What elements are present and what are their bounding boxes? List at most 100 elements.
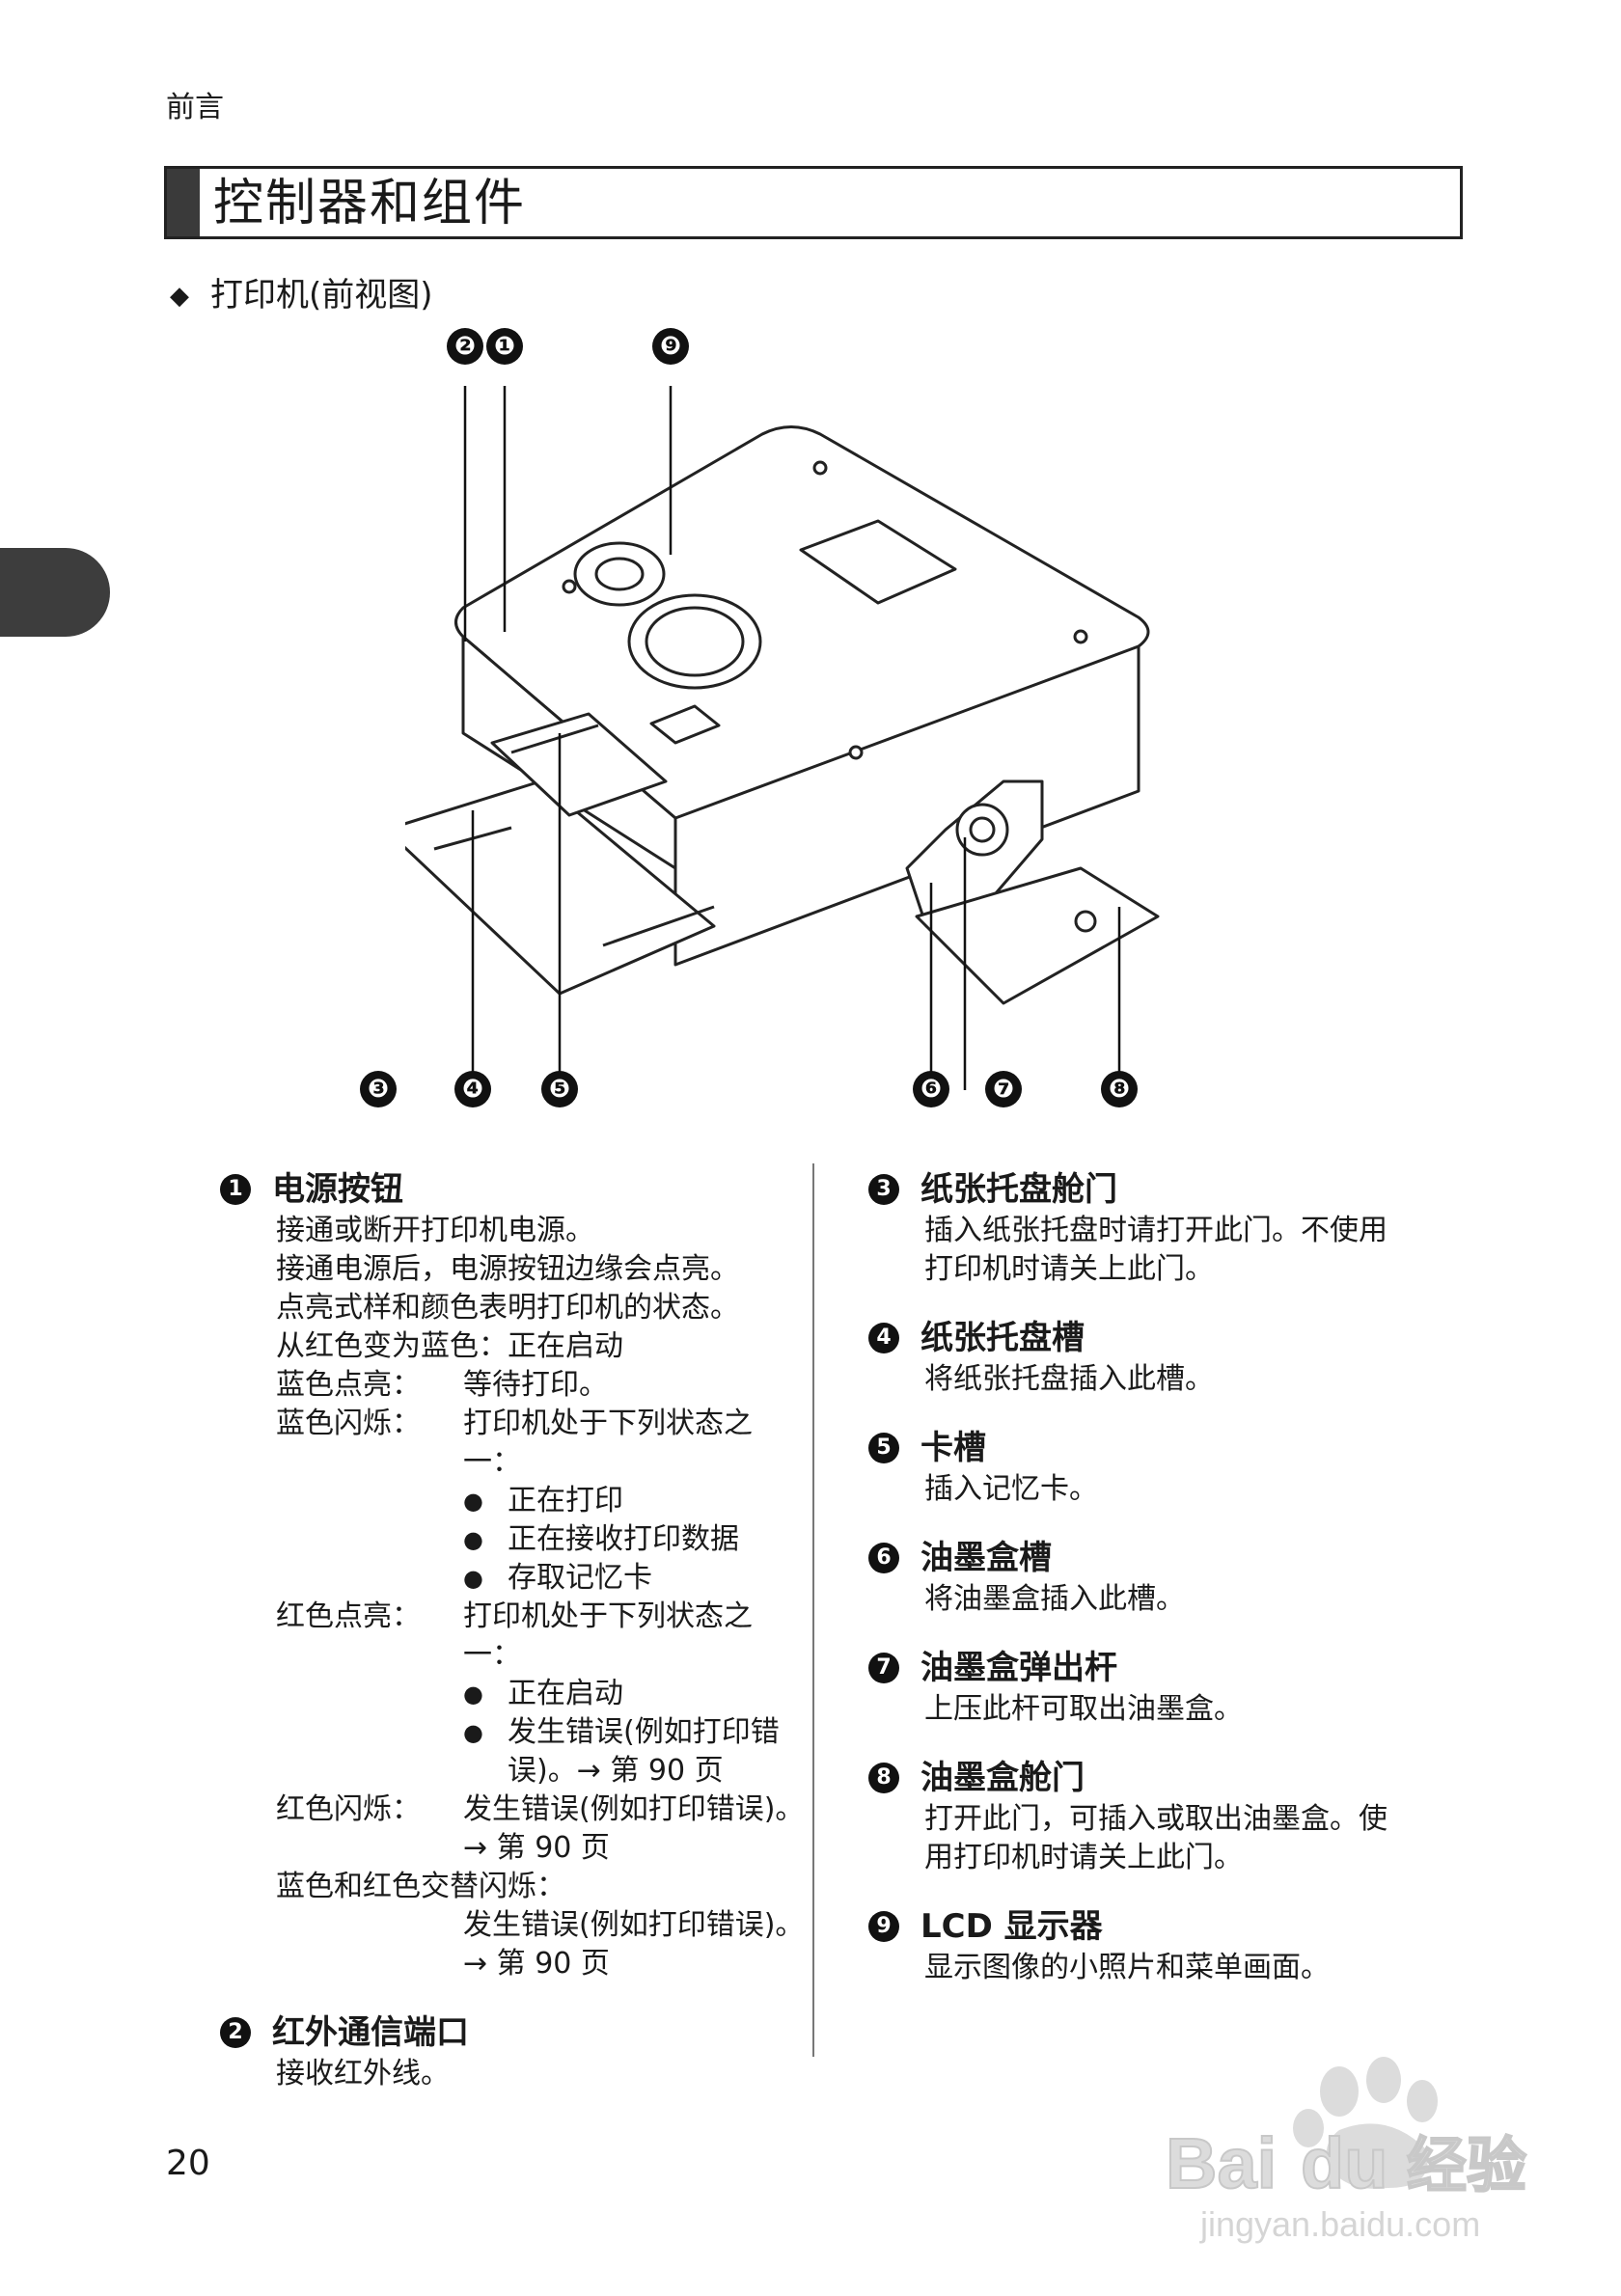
- item-ink-eject-lever: 7 油墨盒弹出杆 上压此杆可取出油墨盒。: [868, 1646, 1447, 1729]
- status-bullet: ● 正在接收打印数据: [463, 1520, 809, 1559]
- item-heading: 9 LCD 显示器: [868, 1904, 1447, 1949]
- status-label: 蓝色闪烁：: [276, 1407, 421, 1440]
- item-power-button: 1 电源按钮 接通或断开打印机电源。 接通电源后，电源按钮边缘会点亮。 点亮式样…: [220, 1167, 809, 1983]
- page-number: 20: [166, 2144, 210, 2183]
- status-bullet: ● 发生错误(例如打印错误)。→ 第 90 页: [463, 1713, 809, 1790]
- status-text: 打印机处于下列状态之一：: [463, 1599, 753, 1672]
- diamond-icon: ◆: [170, 282, 189, 311]
- section-label: 前言: [166, 91, 224, 124]
- number-badge: 6: [868, 1543, 899, 1573]
- printer-illustration: [362, 386, 1160, 1090]
- item-description: 上压此杆可取出油墨盒。: [924, 1690, 1447, 1729]
- item-title: 纸张托盘舱门: [920, 1170, 1117, 1209]
- status-bullet: ● 正在打印: [463, 1482, 809, 1520]
- watermark-url: jingyan.baidu.com: [1199, 2204, 1480, 2244]
- number-badge: 7: [868, 1653, 899, 1683]
- baidu-paw-icon: Bai du 经验 jingyan.baidu.com: [1165, 2057, 1527, 2244]
- item-title: 电源按钮: [272, 1170, 403, 1209]
- description-line: 接通电源后，电源按钮边缘会点亮。: [276, 1252, 739, 1286]
- status-row: 红色闪烁： 发生错误(例如打印错误)。→ 第 90 页: [276, 1790, 809, 1868]
- item-heading: 3 纸张托盘舱门: [868, 1167, 1447, 1212]
- description-line: 打印机时请关上此门。: [924, 1252, 1214, 1286]
- chapter-tab: [0, 548, 110, 637]
- item-heading: 4 纸张托盘槽: [868, 1316, 1447, 1360]
- number-badge: 4: [868, 1323, 899, 1353]
- bullet-dot-icon: ●: [463, 1565, 483, 1592]
- description-line: 从红色变为蓝色：正在启动: [276, 1329, 623, 1363]
- description-line: 用打印机时请关上此门。: [924, 1841, 1243, 1874]
- status-row: 红色点亮： 打印机处于下列状态之一：: [276, 1598, 809, 1675]
- item-heading: 1 电源按钮: [220, 1167, 809, 1212]
- item-heading: 6 油墨盒槽: [868, 1536, 1447, 1580]
- status-bullet: ● 正在启动: [463, 1675, 809, 1713]
- right-column: 3 纸张托盘舱门 插入纸张托盘时请打开此门。不使用 打印机时请关上此门。 4 纸张托…: [868, 1167, 1447, 2014]
- status-text: 发生错误(例如打印错误)。→ 第 90 页: [463, 1792, 805, 1865]
- callout-4: ❹: [454, 1071, 491, 1107]
- item-heading: 5 卡槽: [868, 1426, 1447, 1470]
- status-label: 蓝色点亮：: [276, 1368, 421, 1402]
- description-line: 接收红外线。: [276, 2057, 450, 2091]
- number-badge: 2: [220, 2017, 251, 2048]
- status-label: 红色点亮：: [276, 1599, 421, 1633]
- bullet-text: 正在接收打印数据: [508, 1522, 739, 1556]
- status-label: 蓝色和红色交替闪烁：: [276, 1870, 565, 1903]
- status-text: 打印机处于下列状态之一：: [463, 1407, 753, 1479]
- description-line: 点亮式样和颜色表明打印机的状态。: [276, 1291, 739, 1325]
- bullet-text: 正在打印: [508, 1484, 623, 1517]
- item-paper-tray-door: 3 纸张托盘舱门 插入纸张托盘时请打开此门。不使用 打印机时请关上此门。: [868, 1167, 1447, 1289]
- bullet-dot-icon: ●: [463, 1526, 483, 1553]
- description-line: 显示图像的小照片和菜单画面。: [924, 1951, 1330, 1984]
- description-line: 上压此杆可取出油墨盒。: [924, 1692, 1243, 1726]
- callout-3: ❸: [360, 1071, 397, 1107]
- callout-8: ❽: [1101, 1071, 1138, 1107]
- item-heading: 2 红外通信端口: [220, 2010, 809, 2055]
- item-title: 油墨盒弹出杆: [920, 1649, 1117, 1687]
- description-line: 打开此门，可插入或取出油墨盒。使: [924, 1802, 1387, 1836]
- number-badge: 9: [868, 1911, 899, 1942]
- item-description: 插入记忆卡。: [924, 1470, 1447, 1509]
- page-title-bar: 控制器和组件: [164, 166, 1463, 239]
- callout-5: ❺: [541, 1071, 578, 1107]
- description-line: 插入纸张托盘时请打开此门。不使用: [924, 1214, 1387, 1247]
- status-row: 蓝色点亮： 等待打印。: [276, 1366, 809, 1405]
- status-text: 发生错误(例如打印错误)。→ 第 90 页: [463, 1908, 805, 1981]
- bullet-dot-icon: ●: [463, 1719, 483, 1746]
- status-text: 等待打印。: [463, 1368, 608, 1402]
- description-line: 将纸张托盘插入此槽。: [924, 1362, 1214, 1396]
- title-stripe: [167, 169, 200, 236]
- callout-6: ❻: [913, 1071, 949, 1107]
- bullet-text: 存取记忆卡: [508, 1561, 652, 1595]
- watermark-cn: 经验: [1407, 2133, 1526, 2200]
- bullet-dot-icon: ●: [463, 1681, 483, 1708]
- page-title: 控制器和组件: [213, 175, 527, 232]
- subheading: ◆ 打印机(前视图): [170, 268, 433, 315]
- number-badge: 5: [868, 1433, 899, 1463]
- printer-diagram: ❷ ❶ ❾ ❸ ❹ ❺ ❻ ❼ ❽: [360, 328, 1235, 1129]
- item-title: 卡槽: [920, 1429, 986, 1467]
- number-badge: 1: [220, 1174, 251, 1205]
- description-line: 接通或断开打印机电源。: [276, 1214, 594, 1247]
- item-card-slot: 5 卡槽 插入记忆卡。: [868, 1426, 1447, 1509]
- item-title: LCD 显示器: [920, 1907, 1103, 1946]
- item-description: 接收红外线。: [276, 2055, 809, 2093]
- column-divider: [812, 1163, 814, 2057]
- subheading-text: 打印机(前视图): [210, 276, 433, 314]
- callout-7: ❼: [985, 1071, 1022, 1107]
- item-title: 红外通信端口: [272, 2013, 469, 2052]
- bullet-text: 发生错误(例如打印错误)。→ 第 90 页: [508, 1715, 780, 1788]
- description-line: 将油墨盒插入此槽。: [924, 1582, 1185, 1616]
- watermark-brand: Bai: [1166, 2123, 1277, 2203]
- number-badge: 3: [868, 1174, 899, 1205]
- left-column: 1 电源按钮 接通或断开打印机电源。 接通电源后，电源按钮边缘会点亮。 点亮式样…: [220, 1167, 809, 2120]
- item-title: 纸张托盘槽: [920, 1319, 1085, 1357]
- item-heading: 7 油墨盒弹出杆: [868, 1646, 1447, 1690]
- baidu-watermark: Bai du 经验 jingyan.baidu.com: [1146, 2053, 1552, 2246]
- bullet-text: 正在启动: [508, 1677, 623, 1710]
- bullet-dot-icon: ●: [463, 1488, 483, 1515]
- item-description: 将油墨盒插入此槽。: [924, 1580, 1447, 1619]
- item-description: 打开此门，可插入或取出油墨盒。使 用打印机时请关上此门。: [924, 1800, 1447, 1877]
- callout-9: ❾: [652, 328, 689, 365]
- item-title: 油墨盒槽: [920, 1539, 1052, 1577]
